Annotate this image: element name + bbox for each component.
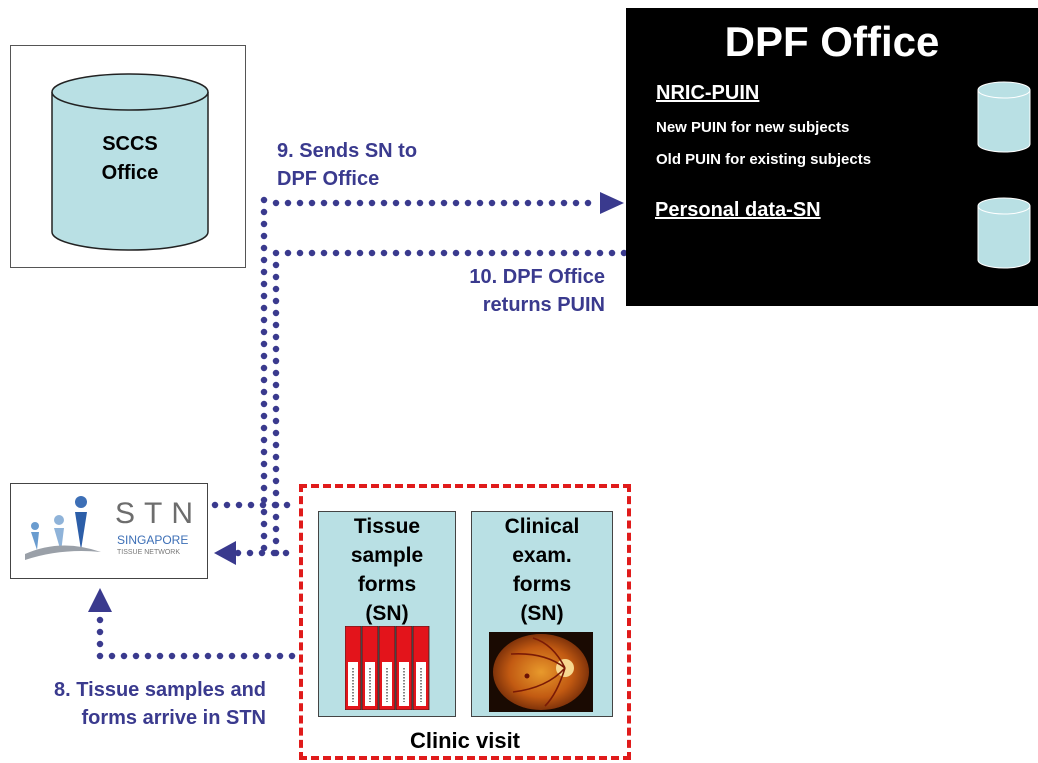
nric-puin-database-icon — [977, 81, 1031, 153]
step8-line1: 8. Tissue samples and — [54, 679, 266, 701]
clinic-visit-label: Clinic visit — [409, 728, 521, 753]
tissue-sample-forms-card: Tissue sample forms (SN) — [318, 511, 456, 717]
sccs-label-line1: SCCS — [102, 133, 158, 155]
clinical-exam-forms-card: Clinical exam. forms (SN) — [471, 511, 613, 717]
arrow-path-tissue-arrival — [96, 616, 304, 660]
exam-card-line3: forms — [512, 573, 572, 596]
tissue-card-line1: Tissue — [353, 515, 421, 538]
dpf-office-panel: DPF Office NRIC-PUIN New PUIN for new su… — [626, 8, 1038, 306]
sample-tubes-icon — [345, 626, 430, 710]
tissue-card-line3: forms — [357, 573, 417, 596]
step10-line2: returns PUIN — [482, 294, 605, 316]
step10-label: 10. DPF Office returns PUIN — [405, 263, 605, 319]
personal-data-database-icon — [977, 197, 1031, 269]
dpf-title: DPF Office — [724, 18, 940, 65]
database-icon — [51, 73, 209, 251]
old-puin-text: Old PUIN for existing subjects — [656, 151, 872, 168]
tissue-card-line4: (SN) — [365, 602, 409, 625]
sccs-office-box: SCCS Office — [10, 45, 246, 268]
step10-line1: 10. DPF Office — [469, 266, 605, 288]
arrowhead-to-stn — [214, 541, 236, 565]
step9-line2: DPF Office — [277, 168, 380, 190]
stn-logo-box: STN SINGAPORE TISSUE NETWORK — [10, 483, 208, 579]
stn-singapore-text: SINGAPORE — [117, 533, 189, 547]
stn-figures-icon — [25, 496, 101, 560]
arrowhead-up-to-stn — [88, 588, 112, 612]
exam-card-line1: Clinical — [504, 515, 580, 538]
nric-puin-heading: NRIC-PUIN — [656, 82, 760, 104]
new-puin-text: New PUIN for new subjects — [656, 119, 850, 136]
arrow-path-sends-sn — [260, 196, 602, 559]
arrow-path-to-stn — [211, 501, 294, 557]
sccs-label-line2: Office — [101, 162, 159, 184]
step8-line2: forms arrive in STN — [81, 707, 266, 729]
stn-letters: STN — [115, 497, 202, 530]
tissue-card-line2: sample — [350, 544, 424, 567]
arrowhead-to-dpf — [600, 192, 624, 214]
personal-data-sn-heading: Personal data-SN — [655, 199, 821, 221]
step8-label: 8. Tissue samples and forms arrive in ST… — [4, 676, 266, 732]
exam-card-line4: (SN) — [520, 602, 564, 625]
clinic-visit-area — [299, 484, 631, 760]
stn-tissue-network-text: TISSUE NETWORK — [117, 549, 181, 556]
exam-card-line2: exam. — [512, 544, 572, 567]
step9-line1: 9. Sends SN to — [277, 140, 418, 162]
retina-image — [489, 632, 593, 712]
step9-label: 9. Sends SN to DPF Office — [277, 137, 417, 193]
